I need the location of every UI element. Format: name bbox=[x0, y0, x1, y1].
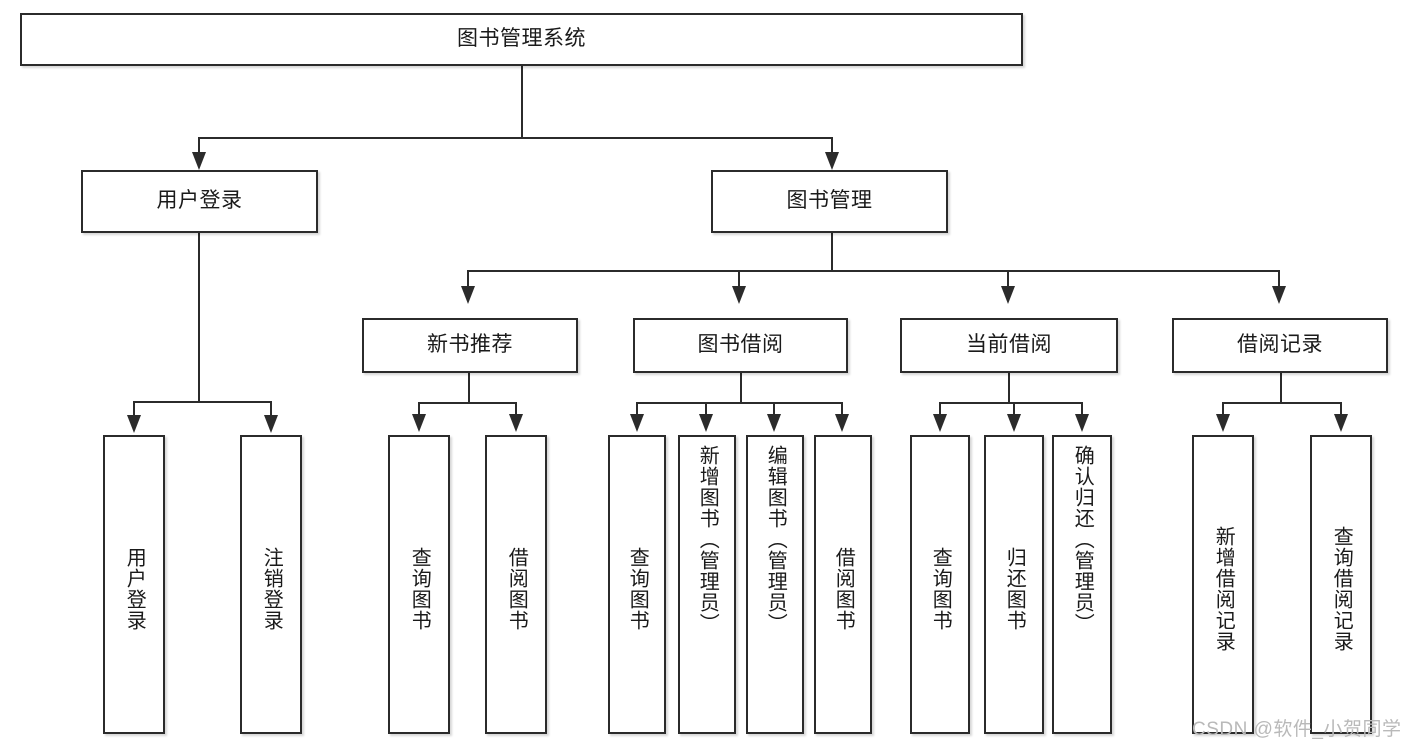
node-leaf-query-book-3-label: 查询图书 bbox=[929, 546, 952, 631]
node-leaf-edit-book[interactable]: 编辑图书（管理员） bbox=[746, 435, 804, 734]
node-leaf-confirm-return-label: 确认归还（管理员） bbox=[1071, 445, 1094, 634]
node-leaf-borrow-book-2-label: 借阅图书 bbox=[832, 546, 855, 631]
node-leaf-query-book-2[interactable]: 查询图书 bbox=[608, 435, 666, 734]
arrow-root-to-book-manage bbox=[825, 152, 839, 170]
edge-bb-trunk bbox=[740, 373, 742, 403]
node-leaf-borrow-book-2[interactable]: 借阅图书 bbox=[814, 435, 872, 734]
node-borrow-record[interactable]: 借阅记录 bbox=[1172, 318, 1388, 373]
arrow-root-to-user-login bbox=[192, 152, 206, 170]
edge-bb-bus bbox=[636, 402, 843, 404]
arrow-bm-to-borrow-record bbox=[1272, 286, 1286, 304]
arrow-br-leaf-2 bbox=[1334, 414, 1348, 432]
edge-br-bus bbox=[1222, 402, 1341, 404]
node-book-manage-label: 图书管理 bbox=[786, 189, 873, 213]
node-leaf-add-record[interactable]: 新增借阅记录 bbox=[1192, 435, 1254, 734]
edge-cb-drop-3 bbox=[1081, 402, 1083, 416]
edge-cb-trunk bbox=[1008, 373, 1010, 403]
edge-bm-drop-1 bbox=[467, 270, 469, 288]
node-leaf-query-book-1-label: 查询图书 bbox=[408, 546, 431, 631]
edge-cb-bus bbox=[939, 402, 1082, 404]
edge-root-to-user-login bbox=[198, 137, 200, 155]
node-new-book-rec[interactable]: 新书推荐 bbox=[362, 318, 578, 373]
arrow-user-login-leaf-1 bbox=[127, 415, 141, 433]
edge-bb-drop-3 bbox=[773, 402, 775, 416]
arrow-br-leaf-1 bbox=[1216, 414, 1230, 432]
edge-nbr-trunk bbox=[468, 373, 470, 403]
node-borrow-record-label: 借阅记录 bbox=[1237, 333, 1323, 357]
edge-br-drop-1 bbox=[1222, 402, 1224, 416]
arrow-nbr-leaf-1 bbox=[412, 414, 426, 432]
edge-root-to-book-manage bbox=[831, 137, 833, 155]
edge-bm-drop-2 bbox=[738, 270, 740, 288]
node-new-book-rec-label: 新书推荐 bbox=[427, 333, 513, 357]
node-root[interactable]: 图书管理系统 bbox=[20, 13, 1023, 66]
node-leaf-borrow-book-1[interactable]: 借阅图书 bbox=[485, 435, 547, 734]
arrow-user-login-leaf-2 bbox=[264, 415, 278, 433]
edge-bm-drop-4 bbox=[1278, 270, 1280, 288]
node-leaf-add-book-label: 新增图书（管理员） bbox=[696, 445, 719, 634]
arrow-bb-leaf-3 bbox=[767, 414, 781, 432]
node-current-borrow[interactable]: 当前借阅 bbox=[900, 318, 1118, 373]
csdn-watermark: CSDN @软件_小贺同学 bbox=[1192, 719, 1402, 740]
edge-user-login-drop-2 bbox=[270, 401, 272, 417]
node-leaf-query-record-label: 查询借阅记录 bbox=[1330, 525, 1353, 652]
edge-bb-drop-2 bbox=[705, 402, 707, 416]
arrow-bm-to-book-borrow bbox=[732, 286, 746, 304]
node-leaf-add-record-label: 新增借阅记录 bbox=[1212, 525, 1235, 652]
node-current-borrow-label: 当前借阅 bbox=[966, 333, 1052, 357]
arrow-bb-leaf-1 bbox=[630, 414, 644, 432]
edge-cb-drop-2 bbox=[1013, 402, 1015, 416]
node-book-borrow-label: 图书借阅 bbox=[697, 333, 784, 357]
arrow-nbr-leaf-2 bbox=[509, 414, 523, 432]
edge-nbr-bus bbox=[418, 402, 517, 404]
node-leaf-edit-book-label: 编辑图书（管理员） bbox=[764, 445, 787, 634]
edge-root-bus bbox=[198, 137, 833, 139]
node-book-borrow[interactable]: 图书借阅 bbox=[633, 318, 848, 373]
node-leaf-add-book[interactable]: 新增图书（管理员） bbox=[678, 435, 736, 734]
edge-bb-drop-1 bbox=[636, 402, 638, 416]
node-leaf-user-login[interactable]: 用户登录 bbox=[103, 435, 165, 734]
node-leaf-query-book-2-label: 查询图书 bbox=[626, 546, 649, 631]
edge-user-login-bus bbox=[133, 401, 271, 403]
node-leaf-confirm-return[interactable]: 确认归还（管理员） bbox=[1052, 435, 1112, 734]
edge-cb-drop-1 bbox=[939, 402, 941, 416]
node-leaf-user-login-label: 用户登录 bbox=[123, 546, 146, 631]
edge-user-login-trunk bbox=[198, 233, 200, 402]
node-user-login-label: 用户登录 bbox=[156, 189, 243, 213]
node-root-label: 图书管理系统 bbox=[457, 27, 586, 51]
arrow-cb-leaf-3 bbox=[1075, 414, 1089, 432]
node-leaf-query-book-3[interactable]: 查询图书 bbox=[910, 435, 970, 734]
edge-bb-drop-4 bbox=[841, 402, 843, 416]
edge-nbr-drop-1 bbox=[418, 402, 420, 416]
node-leaf-return-book[interactable]: 归还图书 bbox=[984, 435, 1044, 734]
edge-user-login-drop-1 bbox=[133, 401, 135, 417]
edge-nbr-drop-2 bbox=[515, 402, 517, 416]
node-leaf-logout-label: 注销登录 bbox=[260, 546, 283, 631]
node-book-manage[interactable]: 图书管理 bbox=[711, 170, 948, 233]
node-leaf-logout[interactable]: 注销登录 bbox=[240, 435, 302, 734]
edge-bm-drop-3 bbox=[1007, 270, 1009, 288]
edge-book-manage-trunk bbox=[831, 233, 833, 271]
node-leaf-query-book-1[interactable]: 查询图书 bbox=[388, 435, 450, 734]
arrow-bm-to-new-book-rec bbox=[461, 286, 475, 304]
arrow-bb-leaf-4 bbox=[835, 414, 849, 432]
node-leaf-borrow-book-1-label: 借阅图书 bbox=[505, 546, 528, 631]
edge-br-drop-2 bbox=[1340, 402, 1342, 416]
edge-br-trunk bbox=[1280, 373, 1282, 403]
arrow-bb-leaf-2 bbox=[699, 414, 713, 432]
edge-root-trunk bbox=[521, 66, 523, 138]
node-leaf-return-book-label: 归还图书 bbox=[1003, 546, 1026, 631]
arrow-bm-to-current-borrow bbox=[1001, 286, 1015, 304]
arrow-cb-leaf-1 bbox=[933, 414, 947, 432]
edge-book-manage-bus bbox=[467, 270, 1279, 272]
node-user-login[interactable]: 用户登录 bbox=[81, 170, 318, 233]
node-leaf-query-record[interactable]: 查询借阅记录 bbox=[1310, 435, 1372, 734]
arrow-cb-leaf-2 bbox=[1007, 414, 1021, 432]
